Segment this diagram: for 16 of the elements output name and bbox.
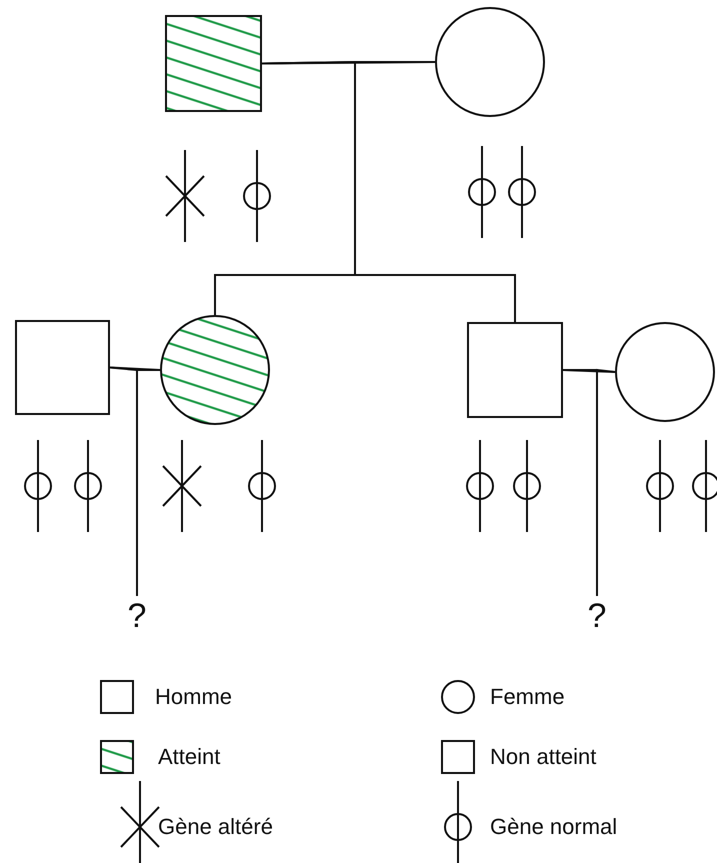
- legend-label: Atteint: [158, 744, 220, 770]
- pedigree-line: [596, 368, 616, 596]
- circle-symbol: [435, 7, 545, 117]
- unknown-child-mark: ?: [577, 596, 617, 640]
- legend-label: Gène altéré: [158, 814, 273, 840]
- square-symbol-affected: [165, 15, 262, 112]
- circle-symbol: [615, 322, 715, 422]
- legend-label: Femme: [490, 684, 565, 710]
- unknown-child-mark: ?: [117, 596, 157, 640]
- legend-label: Homme: [155, 684, 232, 710]
- square-symbol: [467, 322, 563, 418]
- square-symbol: [15, 320, 110, 415]
- circle-symbol-affected: [160, 315, 270, 425]
- legend-label: Non atteint: [490, 744, 596, 770]
- legend-label: Gène normal: [490, 814, 618, 840]
- pedigree-line: [136, 369, 160, 596]
